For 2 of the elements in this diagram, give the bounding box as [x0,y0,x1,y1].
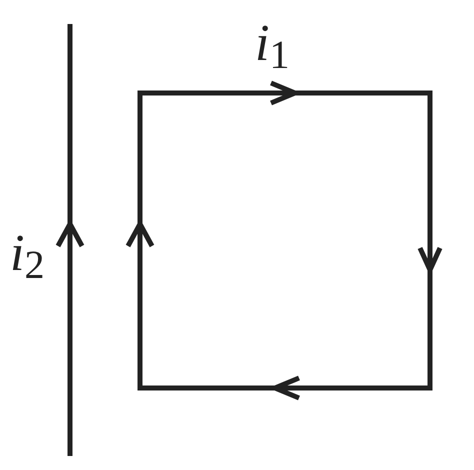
current-label: i$_{1}$ [255,18,290,75]
current-label: i$_{2}$ [10,228,44,285]
